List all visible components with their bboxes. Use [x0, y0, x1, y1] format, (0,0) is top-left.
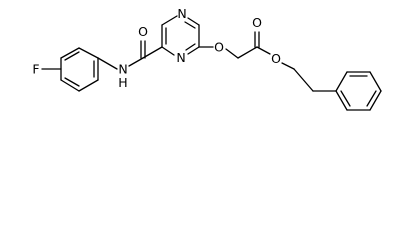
nh-carbonyl-bond: [128, 57, 144, 67]
pyrimidine-ring: [161, 15, 200, 56]
ester-carbon-oxygen-bond: [256, 46, 271, 55]
pyrimidine-n-bottom-label: N: [176, 50, 185, 65]
aryl-nh-bond: [97, 57, 118, 70]
amide-oxygen-label: O: [138, 24, 148, 39]
ester-carbonyl: [254, 31, 260, 48]
amide-hydrogen-label: H: [118, 75, 127, 90]
ether-ch2-bond: [225, 48, 239, 59]
ethylene-bond: [293, 68, 314, 92]
ester-oxygen-label: O: [271, 51, 281, 66]
amide-nitrogen-label: N: [118, 62, 127, 77]
ch2-ester-carbon-bond: [237, 46, 258, 59]
amide-carbonyl: [140, 40, 146, 59]
molecule-diagram: F N H O N N O O O: [32, 6, 382, 111]
fluorophenyl-ring: [60, 47, 99, 92]
carbonyl-pyrimidine-bond: [142, 46, 163, 59]
ether-oxygen-label: O: [214, 40, 224, 55]
ester-o-ch2-bond: [281, 62, 295, 70]
carbonyl-oxygen-label: O: [252, 15, 262, 30]
pyrimidine-n-top-label: N: [177, 6, 186, 21]
fluorine-label: F: [32, 62, 39, 77]
phenyl-ring: [335, 71, 382, 111]
